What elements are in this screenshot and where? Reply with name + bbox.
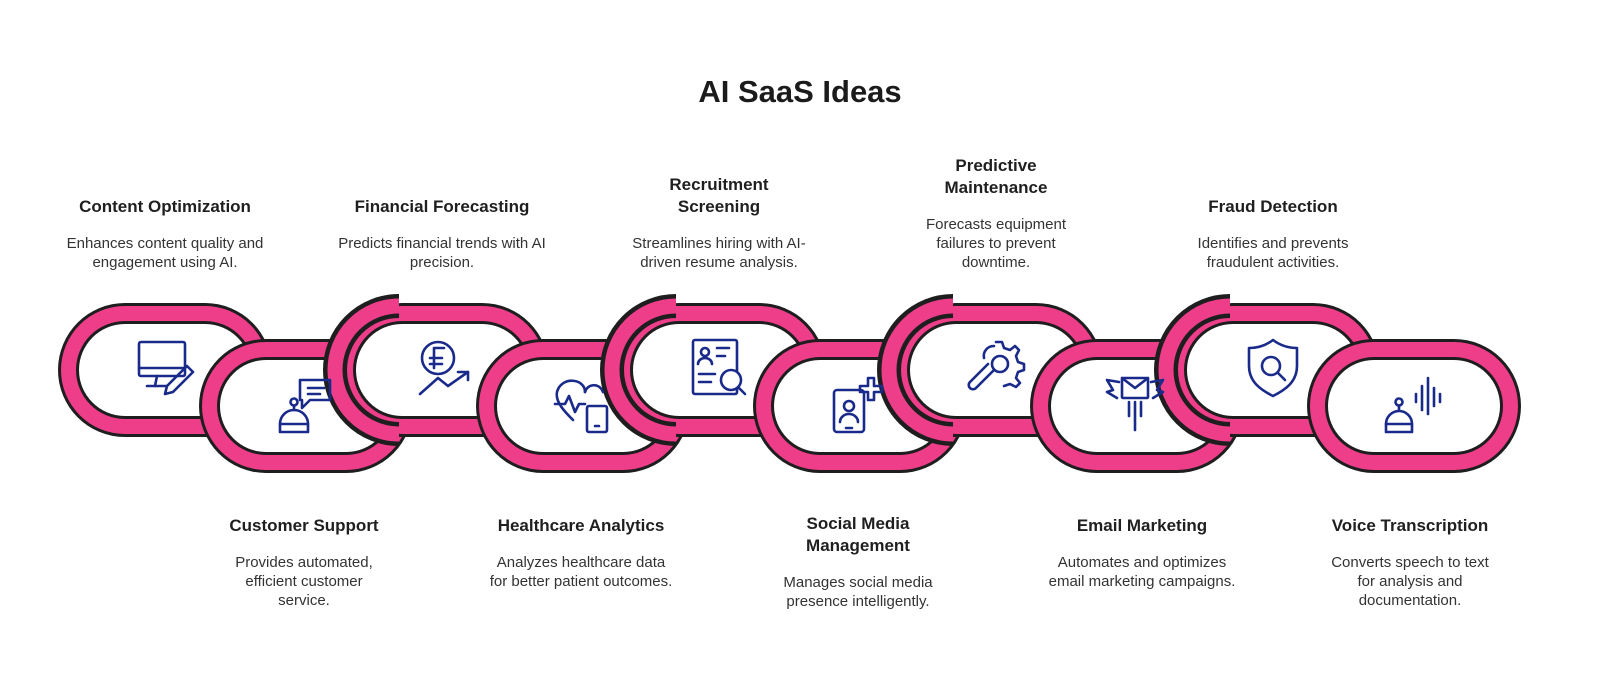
- link-description: Manages social media presence intelligen…: [783, 574, 933, 610]
- link-title: Voice Transcription: [1331, 516, 1489, 535]
- link-title: Predictive Maintenance: [944, 156, 1048, 197]
- label-email-marketing: Email Marketing Automates and optimizes …: [1047, 515, 1237, 591]
- label-healthcare-analytics: Healthcare Analytics Analyzes healthcare…: [486, 515, 676, 591]
- link-title: Social Media Management: [806, 514, 910, 555]
- link-title: Fraud Detection: [1208, 197, 1338, 216]
- label-voice-transcription: Voice Transcription Converts speech to t…: [1315, 515, 1505, 610]
- link-description: Enhances content quality and engagement …: [66, 235, 264, 271]
- label-content-optimization: Content Optimization Enhances content qu…: [45, 196, 285, 272]
- label-fraud-detection: Fraud Detection Identifies and prevents …: [1178, 196, 1368, 272]
- link-title: Email Marketing: [1076, 516, 1208, 535]
- link-description: Identifies and prevents fraudulent activ…: [1197, 235, 1349, 271]
- link-title: Customer Support: [229, 516, 379, 535]
- link-description: Automates and optimizes email marketing …: [1048, 554, 1236, 590]
- link-title: Financial Forecasting: [354, 197, 530, 216]
- support-bot-icon: [278, 378, 332, 434]
- diagram-title: AI SaaS Ideas: [698, 74, 902, 109]
- resume-search-icon: [691, 338, 747, 396]
- link-description: Converts speech to text for analysis and…: [1331, 554, 1489, 609]
- shield-search-icon: [1247, 338, 1299, 398]
- label-social-media-management: Social Media Management Manages social m…: [738, 513, 978, 611]
- winged-mail-icon: [1105, 376, 1165, 432]
- label-financial-forecasting: Financial Forecasting Predicts financial…: [322, 196, 562, 272]
- link-description: Forecasts equipment failures to prevent …: [925, 216, 1067, 271]
- heart-device-icon: [553, 379, 609, 434]
- gear-wrench-icon: [967, 340, 1026, 391]
- link-description: Predicts financial trends with AI precis…: [338, 235, 546, 271]
- voice-bot-icon: [1384, 376, 1442, 434]
- finance-trend-icon: [418, 340, 470, 396]
- chain-link-10: [1307, 339, 1521, 473]
- link-description: Analyzes healthcare data for better pati…: [489, 554, 673, 590]
- link-title: Content Optimization: [79, 197, 251, 216]
- label-recruitment-screening: Recruitment Screening Streamlines hiring…: [624, 174, 814, 272]
- profile-add-icon: [832, 376, 884, 434]
- link-title: Healthcare Analytics: [497, 516, 665, 535]
- label-customer-support: Customer Support Provides automated, eff…: [209, 515, 399, 610]
- link-description: Provides automated, efficient customer s…: [235, 554, 373, 609]
- monitor-pen-icon: [137, 340, 195, 396]
- label-predictive-maintenance: Predictive Maintenance Forecasts equipme…: [901, 155, 1091, 272]
- link-title: Recruitment Screening: [669, 175, 769, 216]
- link-description: Streamlines hiring with AI-driven resume…: [632, 235, 806, 271]
